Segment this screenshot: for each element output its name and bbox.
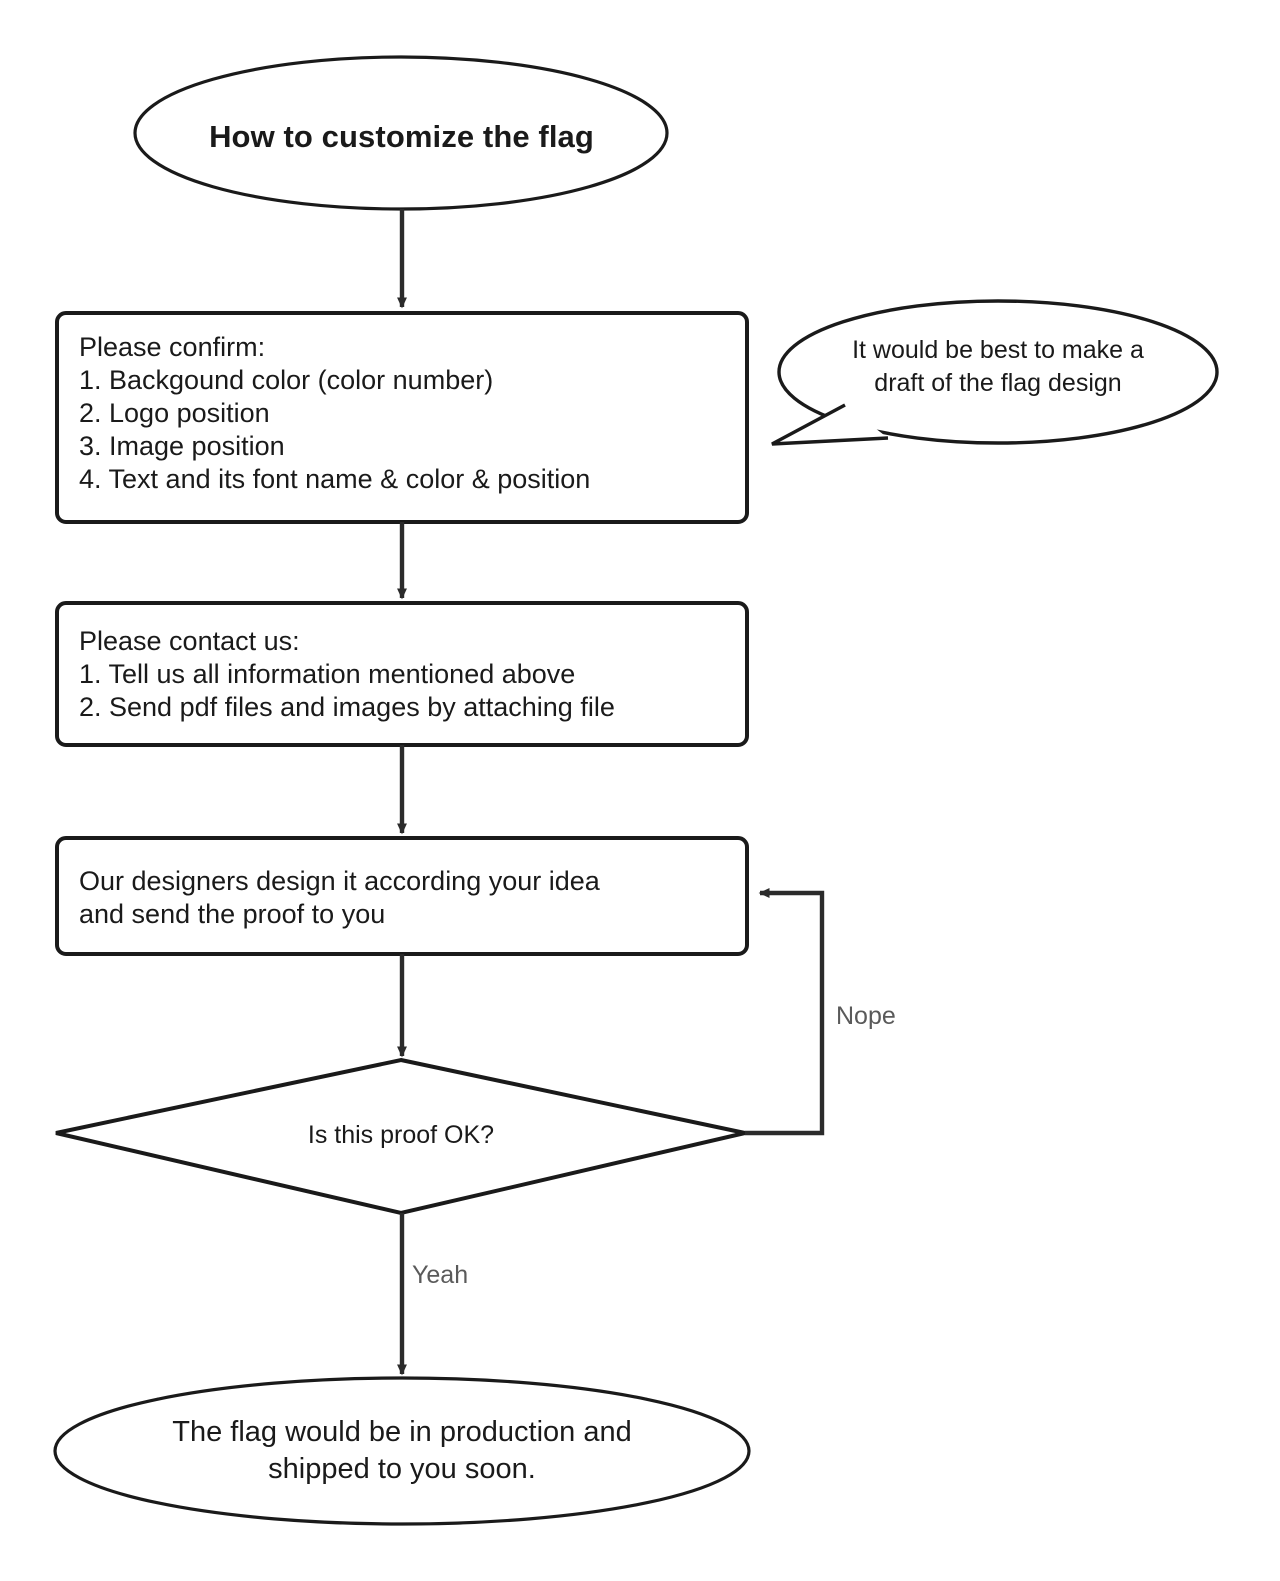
node-end-shape[interactable] [53,1376,751,1526]
edge-decision-no [745,888,825,1136]
node-contact-shape[interactable] [55,601,749,747]
note-bubble-tail-icon [771,403,889,446]
note-bubble-shape[interactable] [777,299,1219,445]
edge-label-nope: Nope [836,1002,896,1030]
node-start-shape[interactable] [133,55,669,211]
edge-label-yeah: Yeah [412,1261,469,1289]
node-confirm-shape[interactable] [55,311,749,524]
node-design-shape[interactable] [55,836,749,956]
node-decision-shape[interactable] [55,1057,746,1216]
